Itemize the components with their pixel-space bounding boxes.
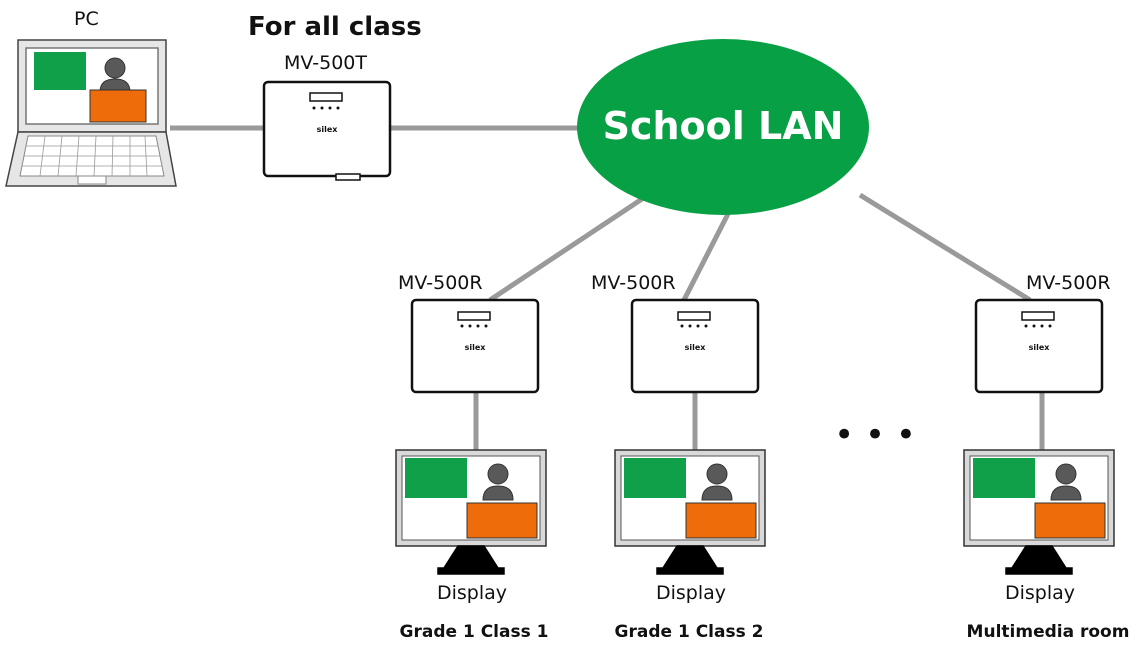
display-1-monitor-icon <box>395 449 547 575</box>
cable-lan-to-receiver-3 <box>858 192 1032 303</box>
room-label-grade1-class1: Grade 1 Class 1 <box>399 622 549 642</box>
school-lan-cloud <box>577 39 869 215</box>
display-2-person-head <box>706 463 728 485</box>
transmitter-device-icon: silex <box>262 80 392 181</box>
display-2-desk-orange <box>685 502 757 539</box>
cable-lan-to-receiver-2 <box>681 208 733 302</box>
display-3-stand <box>1010 545 1068 569</box>
receiver-2-brand-logo: silex <box>685 343 707 352</box>
display-1-desk-orange <box>466 502 538 539</box>
receiver-1-brand-logo: silex <box>465 343 487 352</box>
pc-person-head <box>104 57 126 79</box>
display-2-window-green <box>624 458 686 498</box>
display-3-window-green <box>973 458 1035 498</box>
display-2-label: Display <box>655 582 727 604</box>
transmitter-model-label: MV-500T <box>284 52 368 74</box>
pc-label: PC <box>74 8 99 30</box>
display-1-person-head <box>487 463 509 485</box>
display-1-stand <box>442 545 500 569</box>
display-1-window-green <box>405 458 467 498</box>
display-3-monitor-icon <box>963 449 1115 575</box>
display-3-desk-orange <box>1034 502 1106 539</box>
school-lan-label: School LAN <box>602 104 844 148</box>
display-2-monitor-icon <box>614 449 766 575</box>
display-3-label: Display <box>1004 582 1076 604</box>
display-2-person-body <box>701 485 733 501</box>
receiver-1-device-icon: silex <box>410 298 540 394</box>
receiver-2-device-icon: silex <box>630 298 760 394</box>
display-2-stand <box>661 545 719 569</box>
diagram-title: For all class <box>248 12 422 42</box>
ellipsis-dots: • • • <box>834 415 916 455</box>
room-label-multimedia: Multimedia room <box>966 622 1130 642</box>
cables <box>170 125 1045 450</box>
receiver-3-model-label: MV-500R <box>1026 272 1111 294</box>
transmitter-brand-logo: silex <box>317 125 339 134</box>
display-3-person-head <box>1055 463 1077 485</box>
display-1-person-body <box>482 485 514 501</box>
pc-screen-window-green <box>34 52 86 90</box>
pc-laptop-icon <box>5 39 177 187</box>
pc-screen-desk-orange <box>89 89 147 123</box>
pc-person-body <box>99 78 131 93</box>
display-3-person-body <box>1050 485 1082 501</box>
receiver-3-device-icon: silex <box>974 298 1104 394</box>
receiver-1-model-label: MV-500R <box>398 272 483 294</box>
cable-lan-to-receiver-1 <box>488 194 647 303</box>
receiver-3-brand-logo: silex <box>1029 343 1051 352</box>
receiver-2-model-label: MV-500R <box>591 272 676 294</box>
room-label-grade1-class2: Grade 1 Class 2 <box>614 622 764 642</box>
display-1-label: Display <box>436 582 508 604</box>
pc-touchpad <box>77 175 107 185</box>
